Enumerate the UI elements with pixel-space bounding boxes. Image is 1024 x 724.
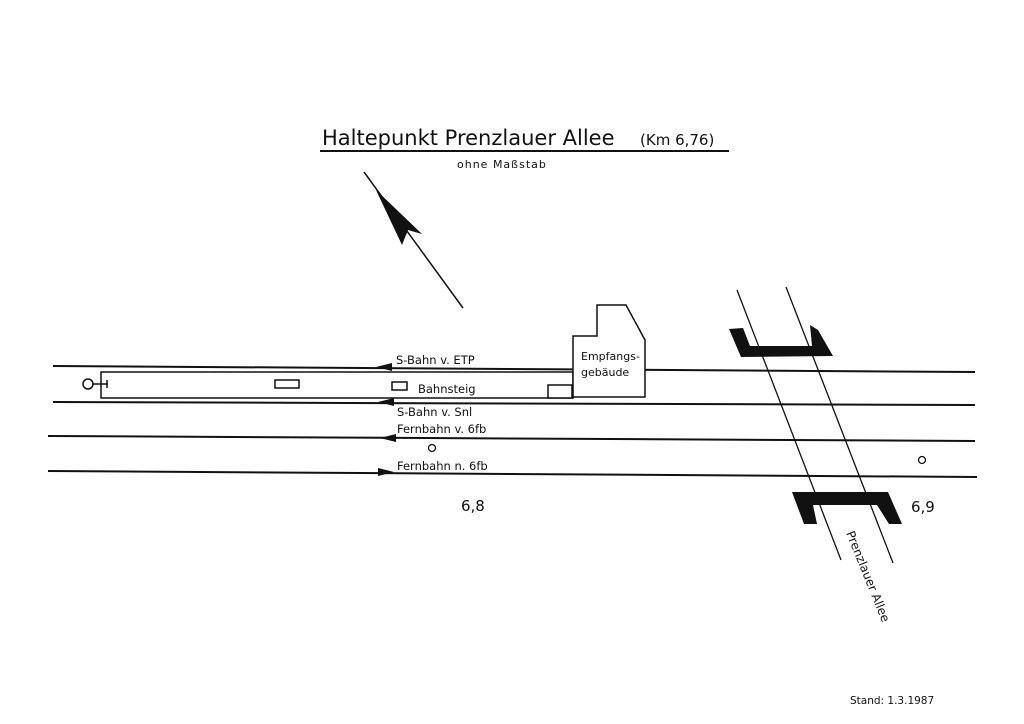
platform [100,371,574,399]
bridge-upper [729,325,833,357]
marker-circle-icon [917,455,927,465]
track-fernbahn-n [47,470,978,478]
platform-shelter [391,381,408,391]
track-label: Fernbahn v. 6fb [397,422,486,436]
track-label: S-Bahn v. Snl [397,405,472,419]
north-arrow-icon [363,171,464,309]
building-annex [547,384,573,399]
platform-shelter [274,379,300,389]
arrow-left-icon [380,434,396,442]
arrow-left-icon [378,398,394,406]
building-label-2: gebäude [581,366,629,379]
status-date: Stand: 1.3.1987 [850,695,934,707]
marker-circle-icon [427,443,437,453]
arrow-right-icon [378,468,394,476]
track-fernbahn-v [47,435,976,442]
station-building [572,304,646,398]
km-marker: 6,9 [911,498,935,516]
bridge-lower [792,492,902,524]
track-s-bahn-snl [52,401,976,406]
diagram-title-km: (Km 6,76) [640,131,714,149]
scale-note: ohne Maßstab [457,158,547,171]
tracks [47,365,978,478]
track-label: S-Bahn v. ETP [396,353,475,367]
platform-label: Bahnsteig [418,382,476,396]
building-label-1: Empfangs- [581,350,640,363]
signal-icon [82,378,108,390]
street [736,286,894,564]
direction-arrows [376,363,396,476]
arrow-left-icon [376,363,392,371]
track-label: Fernbahn n. 6fb [397,459,488,473]
km-marker: 6,8 [461,497,485,515]
track-s-bahn-etp [52,365,976,373]
diagram-title: Haltepunkt Prenzlauer Allee [322,126,615,150]
